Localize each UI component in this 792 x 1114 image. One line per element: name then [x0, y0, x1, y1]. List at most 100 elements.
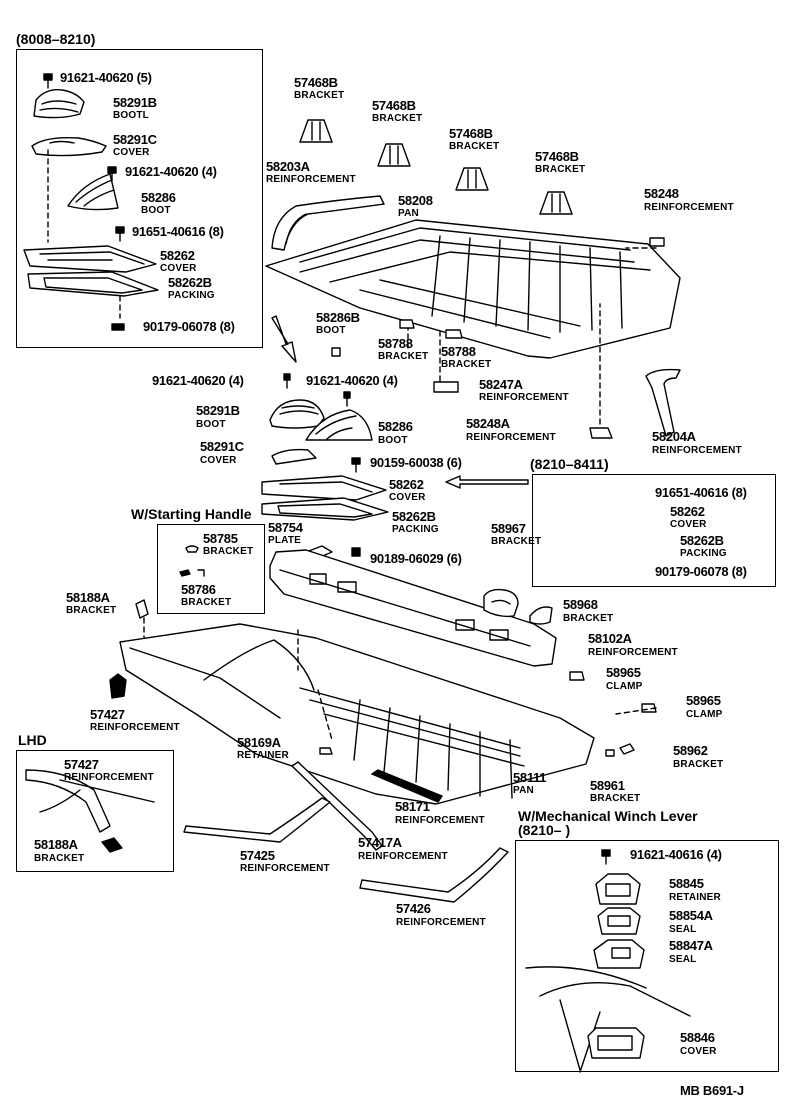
part-number: 57468B	[372, 98, 416, 113]
part-number: 58286	[141, 190, 176, 205]
part-number: 57468B	[294, 75, 338, 90]
part-description: SEAL	[669, 924, 697, 935]
part-number: 58208	[398, 193, 433, 208]
pan-58111-icon	[119, 623, 595, 805]
part-number: 58111	[513, 770, 547, 785]
part-description: BRACKET	[181, 597, 232, 608]
bracket-57468b-icon	[377, 143, 411, 167]
part-number: 58965	[686, 693, 721, 708]
reinforcement-57427-icon	[109, 673, 127, 699]
reinforcement-57427-icon	[25, 769, 155, 833]
cover-58262-icon	[261, 475, 387, 501]
frame-early-label: (8008–8210)	[16, 31, 96, 47]
part-number: 58291C	[113, 132, 157, 147]
part-number: 57417A	[358, 835, 402, 850]
part-description: BRACKET	[372, 113, 423, 124]
part-number: 58262B	[392, 509, 436, 524]
bracket-58961-icon	[605, 749, 615, 757]
frame-early-models	[16, 49, 263, 348]
part-description: REINFORCEMENT	[396, 917, 486, 928]
part-number: 58788	[378, 336, 413, 351]
part-description: REINFORCEMENT	[644, 202, 734, 213]
part-description: COVER	[113, 147, 150, 158]
part-description: RETAINER	[669, 892, 721, 903]
part-number: 58962	[673, 743, 708, 758]
part-number: 57426	[396, 901, 431, 916]
part-number: 91621-40620 (4)	[152, 373, 244, 388]
part-number: 58291C	[200, 439, 244, 454]
part-description: CLAMP	[686, 709, 723, 720]
part-description: REINFORCEMENT	[466, 432, 556, 443]
part-number: 58188A	[34, 837, 78, 852]
part-description: CLAMP	[606, 681, 643, 692]
part-description: BOOT	[316, 325, 346, 336]
part-description: PACKING	[392, 524, 439, 535]
part-number: 58188A	[66, 590, 110, 605]
cover-58262-icon	[23, 245, 157, 273]
part-number: 58262	[160, 248, 195, 263]
part-number: 90159-60038 (6)	[370, 455, 462, 470]
bracket-58788-icon	[445, 329, 463, 339]
frame-winch-label: W/Mechanical Winch Lever	[518, 808, 698, 824]
part-number: 58754	[268, 520, 303, 535]
part-number: 58247A	[479, 377, 523, 392]
part-number: 57425	[240, 848, 275, 863]
reinforcement-58171-icon	[371, 769, 443, 803]
bolt-icon	[351, 457, 361, 473]
part-description: RETAINER	[237, 750, 289, 761]
cover-58846-icon	[587, 1027, 645, 1059]
part-number: 57427	[64, 757, 99, 772]
part-description: BOOT	[196, 419, 226, 430]
part-number: 58248A	[466, 416, 510, 431]
reinforcement-58248a-icon	[589, 427, 613, 439]
part-description: BRACKET	[441, 359, 492, 370]
bracket-57468b-icon	[455, 167, 489, 191]
part-description: BRACKET	[294, 90, 345, 101]
reinforcement-58203a-icon	[271, 195, 385, 251]
retainer-58845-icon	[595, 873, 641, 905]
bolt-icon	[43, 73, 53, 89]
bracket-58786-icon	[179, 569, 205, 577]
part-number: 90189-06029 (6)	[370, 551, 462, 566]
part-description: BRACKET	[449, 141, 500, 152]
part-number: 58262	[389, 477, 424, 492]
part-number: 58171	[395, 799, 430, 814]
part-description: COVER	[680, 1046, 717, 1057]
bracket-57468b-icon	[299, 119, 333, 143]
part-description: BRACKET	[673, 759, 724, 770]
part-number: 90179-06078 (8)	[143, 319, 235, 334]
part-number: 58248	[644, 186, 679, 201]
part-number: 58286B	[316, 310, 360, 325]
bolt-icon	[601, 849, 611, 865]
part-description: COVER	[670, 519, 707, 530]
frame-winch-sublabel: (8210– )	[518, 822, 571, 838]
boot-58286b-icon	[331, 347, 341, 357]
bracket-58188a-icon	[135, 599, 149, 619]
part-number: 91621-40620 (5)	[60, 70, 152, 85]
part-description: PLATE	[268, 535, 302, 546]
frame-starting-handle	[157, 524, 265, 614]
part-description: SEAL	[669, 954, 697, 965]
part-description: BRACKET	[203, 546, 254, 557]
bracket-58788-icon	[399, 319, 415, 329]
reinforcement-57426-icon	[359, 847, 509, 903]
part-description: BRACKET	[378, 351, 429, 362]
part-number: 58854A	[669, 908, 713, 923]
reinforcement-58247a-icon	[433, 381, 459, 393]
bracket-58968-icon	[529, 606, 553, 625]
cover-58291c-icon	[31, 136, 107, 157]
part-number: 91621-40616 (4)	[630, 847, 722, 862]
direction-arrow-icon	[271, 315, 297, 363]
bracket-58188a-icon	[101, 837, 123, 853]
bolt-icon	[351, 547, 361, 557]
part-number: 58291B	[113, 95, 157, 110]
cab-floor-outline-icon	[525, 966, 691, 1073]
pointer-arrow-icon	[445, 475, 529, 489]
part-number: 58785	[203, 531, 238, 546]
bolt-icon	[283, 373, 291, 389]
part-number: 58788	[441, 344, 476, 359]
part-number: 57468B	[535, 149, 579, 164]
part-number: 91651-40616 (8)	[655, 485, 747, 500]
bolt-icon	[115, 226, 125, 242]
part-description: REINFORCEMENT	[652, 445, 742, 456]
